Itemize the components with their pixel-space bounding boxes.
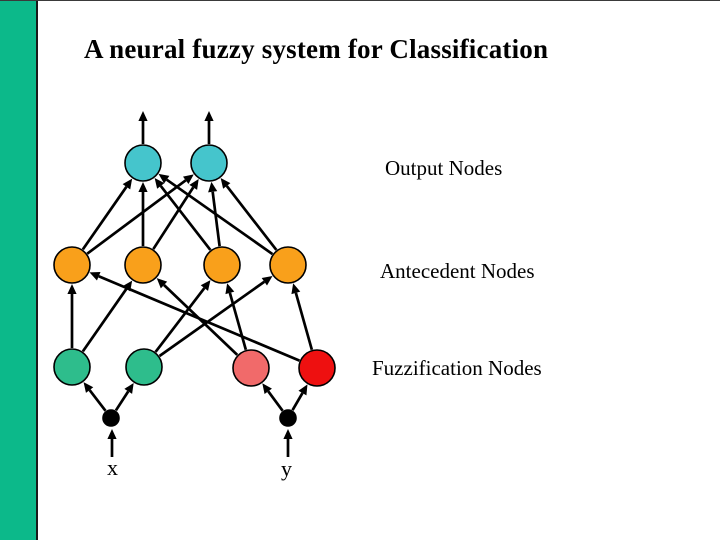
input-label-y: y xyxy=(281,456,292,481)
edge-A4-O2-arrowhead xyxy=(220,178,231,189)
label-antecedent-nodes: Antecedent Nodes xyxy=(380,259,535,283)
input-label-x: x xyxy=(107,455,118,480)
fuzzification-node xyxy=(298,349,336,387)
edge-A1-O1-arrowhead xyxy=(122,178,133,190)
edge-D1-F1-arrowhead xyxy=(83,382,94,393)
edge-F4-A4-line xyxy=(294,292,314,351)
edge-F3-A2-arrowhead xyxy=(156,278,168,289)
edge-F2-A3-line xyxy=(154,287,206,353)
edge-F4-A4-arrowhead xyxy=(291,283,301,295)
output-node xyxy=(190,144,228,182)
out-arrow-1-arrowhead xyxy=(138,111,148,121)
edge-A1-O2-line xyxy=(86,179,187,255)
edge-D2-F4-line xyxy=(291,392,304,411)
edge-D2-F3-line xyxy=(267,390,284,412)
edge-A2-O2-arrowhead xyxy=(189,178,199,190)
antecedent-node xyxy=(203,246,241,284)
edge-D1-F1-line xyxy=(88,389,107,412)
edge-A4-O2-line xyxy=(225,185,278,251)
fuzzification-node xyxy=(53,348,91,386)
edge-A4-O1-arrowhead xyxy=(158,173,170,184)
label-fuzzification-nodes: Fuzzification Nodes xyxy=(372,356,542,380)
edge-F2-A3-arrowhead xyxy=(200,280,211,291)
edge-F4-A1-line xyxy=(98,274,301,362)
out-arrow-2-arrowhead xyxy=(204,111,214,121)
antecedent-node xyxy=(53,246,91,284)
edge-F3-A3-line xyxy=(228,292,248,351)
edge-A3-O1-line xyxy=(159,185,212,251)
label-output-nodes: Output Nodes xyxy=(385,156,503,180)
edge-A2-O1-arrowhead xyxy=(138,182,148,192)
edge-F2-A4-line xyxy=(158,280,266,358)
edge-A4-O1-line xyxy=(165,178,274,256)
accent-bar xyxy=(0,1,38,540)
edge-A3-O1-arrowhead xyxy=(154,178,165,189)
in-arrow-x-arrowhead xyxy=(107,429,117,439)
edge-A3-O2-line xyxy=(211,191,221,247)
in-arrow-y-arrowhead xyxy=(283,429,293,439)
edge-F3-A3-arrowhead xyxy=(225,283,235,295)
edge-F1-A1-arrowhead xyxy=(67,284,77,294)
edge-A3-O2-arrowhead xyxy=(208,181,218,193)
edge-F1-A2-line xyxy=(81,288,128,353)
edge-D1-F2-arrowhead xyxy=(124,382,134,394)
edge-F2-A4-arrowhead xyxy=(261,275,273,286)
slide-title: A neural fuzzy system for Classification xyxy=(84,34,549,64)
edge-D1-F2-line xyxy=(114,390,130,412)
output-node xyxy=(124,144,162,182)
input-dot xyxy=(102,409,120,427)
edge-A1-O1-line xyxy=(81,186,128,251)
antecedent-node xyxy=(124,246,162,284)
edge-F4-A1-arrowhead xyxy=(89,271,101,281)
fuzzification-node xyxy=(232,349,270,387)
antecedent-node xyxy=(269,246,307,284)
edge-D2-F4-arrowhead xyxy=(298,384,308,396)
edge-D2-F3-arrowhead xyxy=(262,383,272,395)
edge-A1-O2-arrowhead xyxy=(182,174,194,185)
input-dot xyxy=(279,409,297,427)
edge-A2-O2-line xyxy=(152,186,195,250)
fuzzification-node xyxy=(125,348,163,386)
